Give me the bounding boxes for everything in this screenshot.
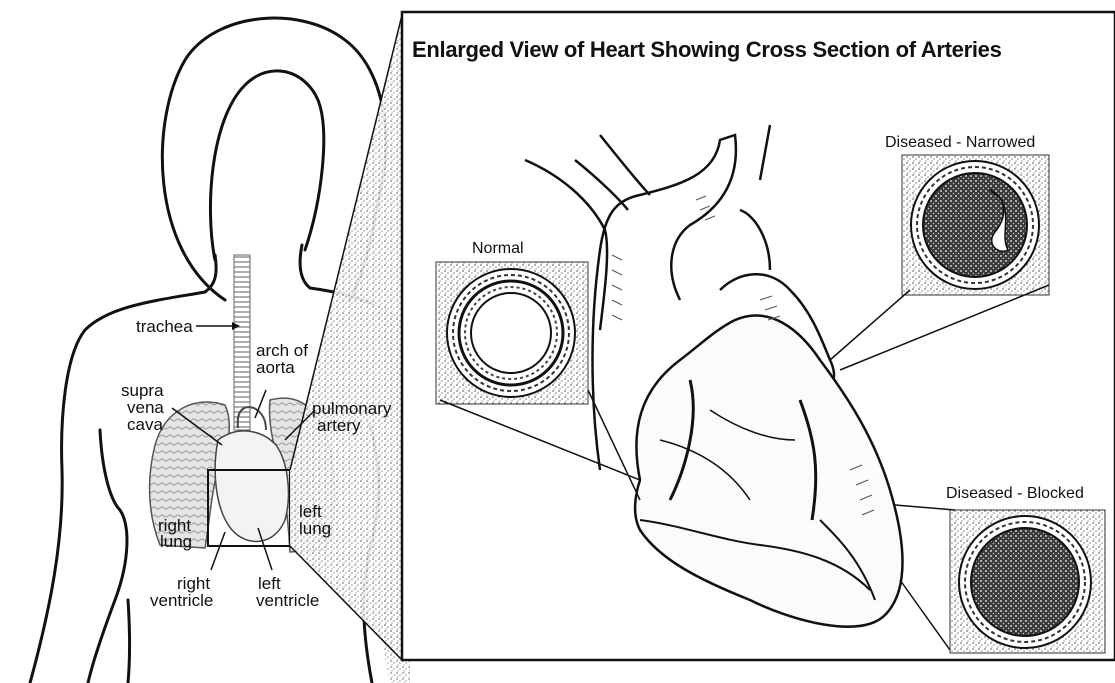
cross-section-blocked (950, 510, 1105, 653)
label-right-ventricle-2: ventricle (150, 592, 213, 609)
label-supra-vena-cava-2: vena (127, 399, 164, 416)
label-diseased-blocked: Diseased - Blocked (946, 485, 1084, 503)
trachea-shape (234, 255, 250, 430)
label-pulmonary-artery-2: artery (317, 417, 360, 434)
label-supra-vena-cava-3: cava (127, 416, 163, 433)
label-right-lung-2: lung (160, 533, 192, 550)
label-arch-of-aorta-2: aorta (256, 359, 295, 376)
small-heart-shape (215, 431, 288, 542)
label-diseased-narrowed: Diseased - Narrowed (885, 134, 1035, 152)
cross-section-narrowed (902, 155, 1049, 295)
label-supra-vena-cava-1: supra (121, 382, 164, 399)
label-normal: Normal (472, 240, 524, 258)
label-arch-of-aorta-1: arch of (256, 342, 308, 359)
cross-section-normal (436, 262, 588, 404)
diagram-title: Enlarged View of Heart Showing Cross Sec… (412, 37, 1002, 63)
label-left-ventricle-1: left (258, 575, 281, 592)
label-left-lung-1: left (299, 503, 322, 520)
label-trachea: trachea (136, 318, 193, 335)
label-right-ventricle-1: right (177, 575, 210, 592)
label-pulmonary-artery-1: pulmonary (312, 400, 391, 417)
label-left-ventricle-2: ventricle (256, 592, 319, 609)
label-left-lung-2: lung (299, 520, 331, 537)
